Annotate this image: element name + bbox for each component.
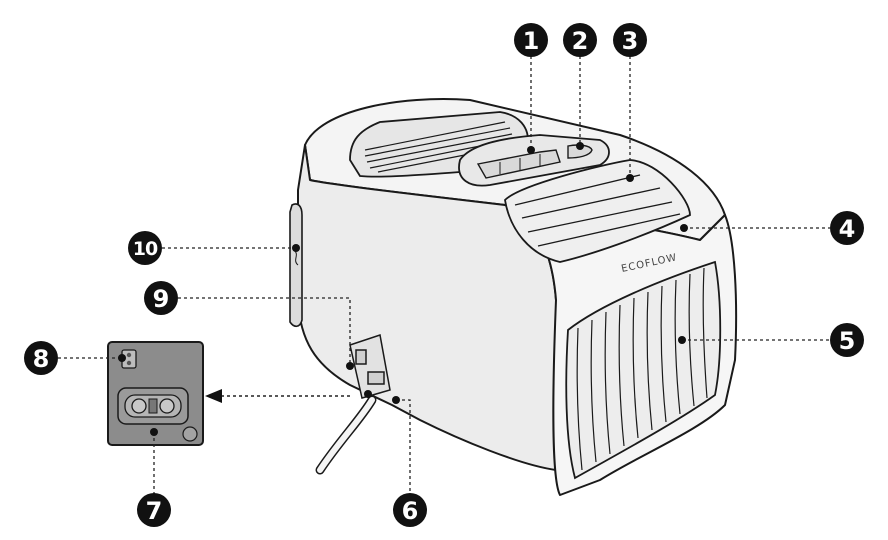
callout-9: 9 [144,281,178,315]
callout-2-label: 2 [572,27,589,55]
callout-5: 5 [830,323,864,357]
leader-lines [58,56,830,494]
ac-inlet-port [367,371,385,385]
callout-6-label: 6 [402,497,419,525]
control-panel [458,134,610,187]
inset-pointer-arrow [205,389,350,403]
callout-7-label: 7 [146,497,163,525]
callout-1-label: 1 [523,27,540,55]
side-handle [289,203,303,328]
front-intake-grille [565,260,722,480]
callout-9-label: 9 [153,285,170,313]
callout-2: 2 [563,23,597,57]
leader-line-9 [178,297,351,366]
callout-3: 3 [613,23,647,57]
callout-8: 8 [24,341,58,375]
air-outlet [504,159,691,263]
callout-3-label: 3 [622,27,639,55]
callout-7: 7 [137,493,171,527]
drain-port [355,349,367,365]
leader-line-6 [396,399,411,494]
callout-10: 10 [128,231,162,265]
callout-1: 1 [514,23,548,57]
rear-port-area [349,334,391,399]
callout-4-label: 4 [839,215,856,243]
callout-4: 4 [830,211,864,245]
callout-6: 6 [393,493,427,527]
callout-8-label: 8 [33,345,50,373]
port-closeup-inset [107,341,204,446]
leader-dots [118,142,688,436]
callout-badges: 1 2 3 4 5 6 7 8 [24,23,864,527]
callout-10-label: 10 [133,238,158,260]
callout-5-label: 5 [839,327,856,355]
